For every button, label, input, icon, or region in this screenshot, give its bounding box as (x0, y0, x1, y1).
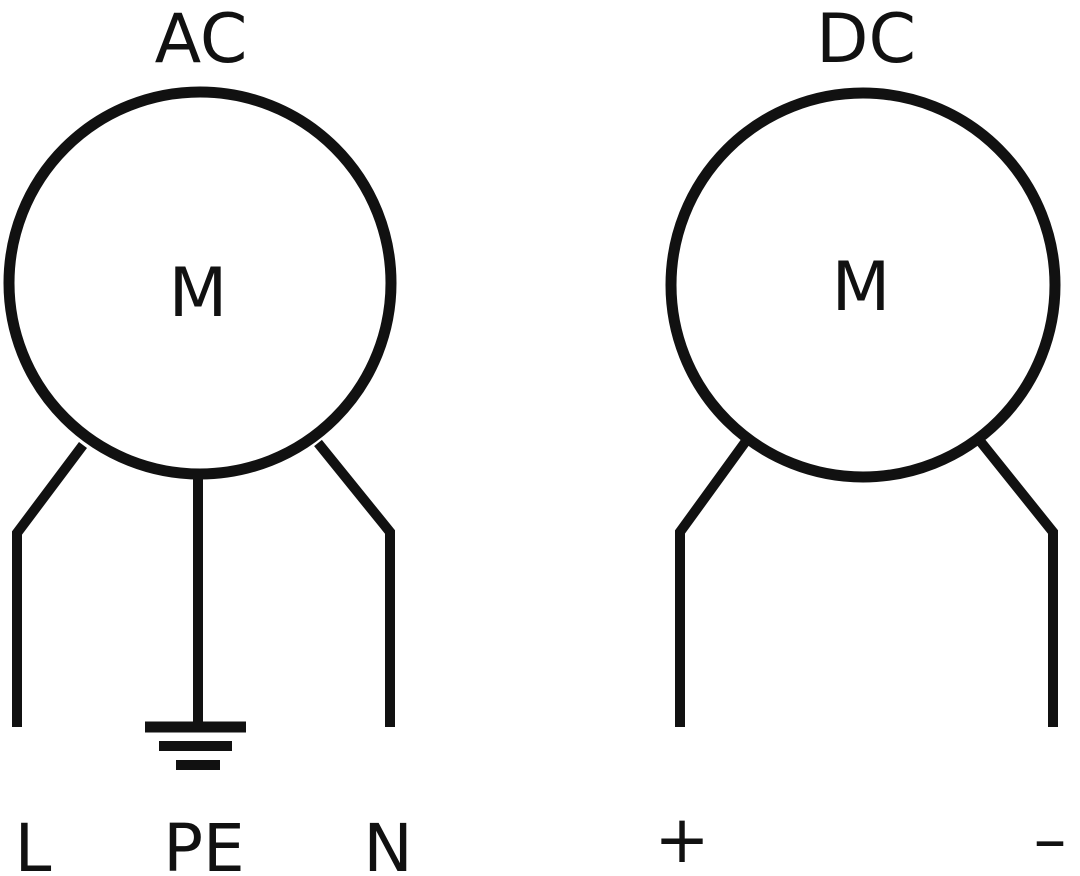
ac-motor-title: AC (155, 0, 248, 79)
ac-motor-body-circle (3, 86, 397, 480)
dc-terminal-label-plus: + (654, 801, 709, 876)
ac-terminal-label-pe: PE (163, 810, 245, 876)
ac-lead-line-l (12, 442, 87, 727)
ac-motor-symbol: M (169, 254, 228, 333)
dc-lead-line-plus (675, 438, 751, 727)
dc-terminal-label-minus: – (1034, 801, 1067, 876)
ground-symbol-icon (145, 721, 246, 770)
ac-lead-line-n (314, 439, 395, 727)
dc-motor-body-circle (665, 87, 1061, 483)
ac-terminal-label-l: L (15, 810, 52, 876)
dc-motor-title: DC (816, 0, 916, 79)
dc-motor: DC M + – (654, 0, 1066, 876)
ac-terminal-label-n: N (363, 810, 412, 876)
dc-motor-symbol: M (832, 248, 891, 327)
dc-lead-line-minus (976, 437, 1058, 727)
ac-motor: AC M L PE N (3, 0, 413, 876)
